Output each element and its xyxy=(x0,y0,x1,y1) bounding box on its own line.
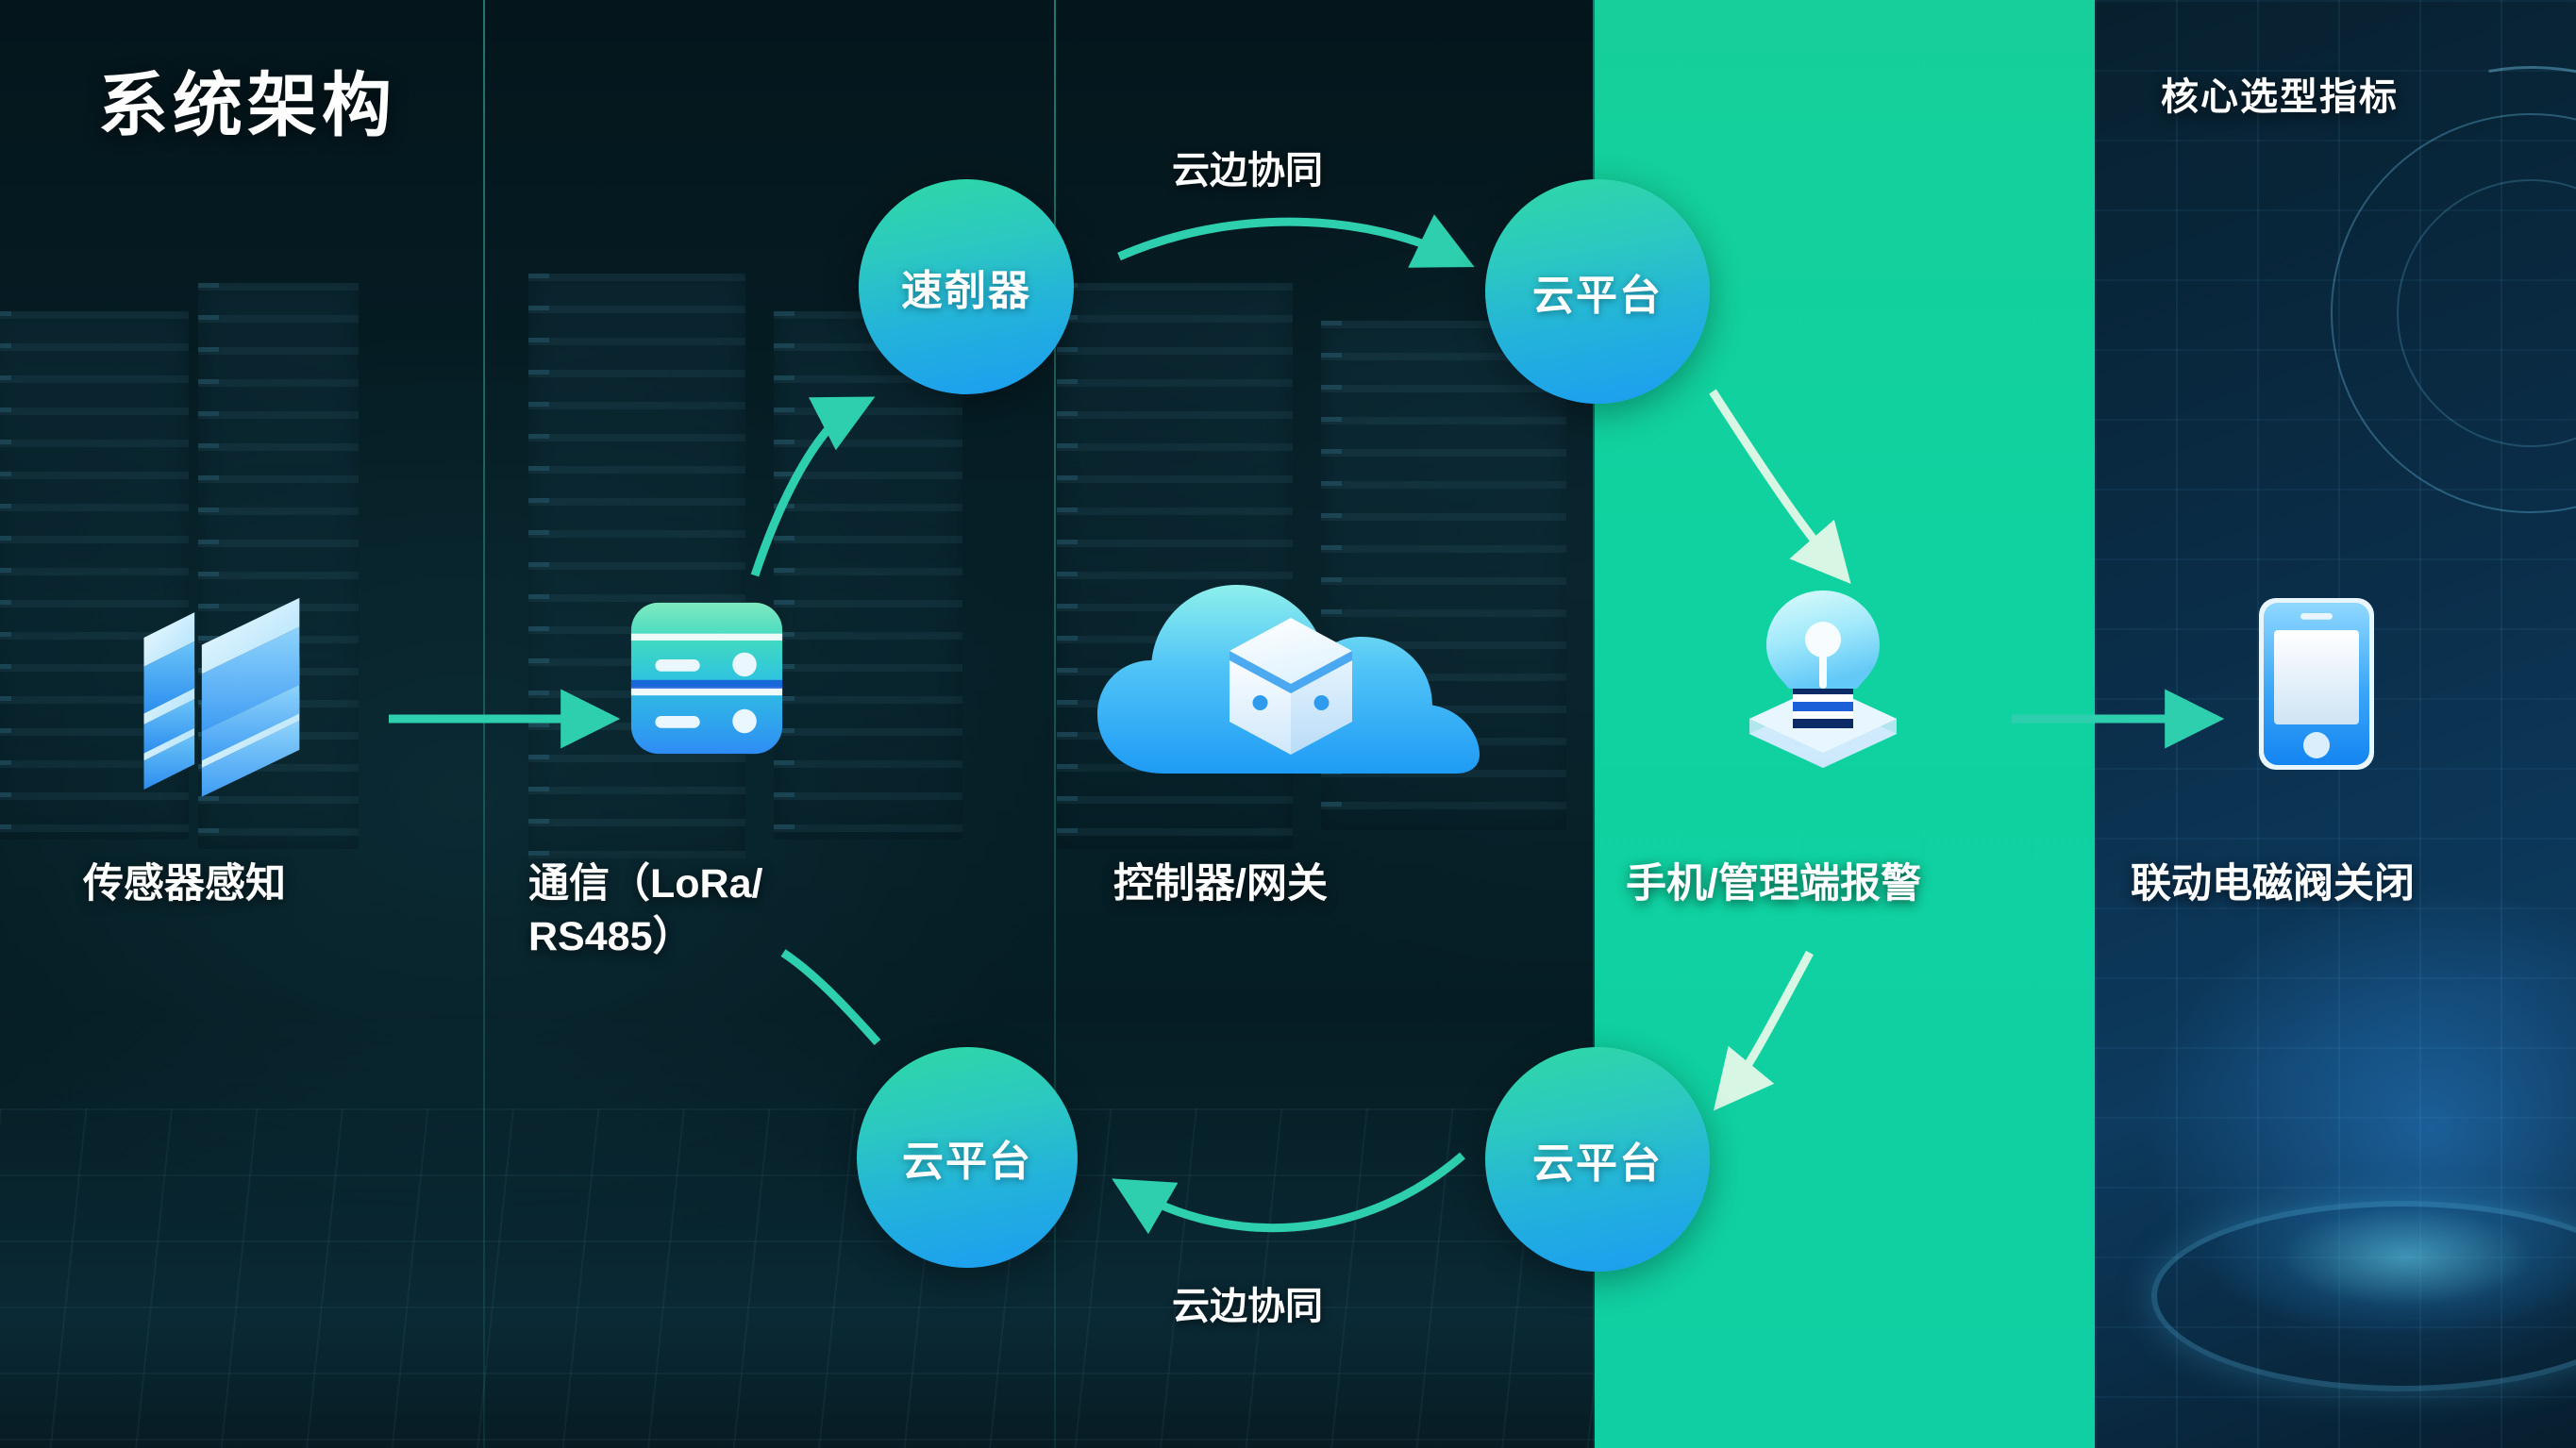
node-bottom-left[interactable]: 云平台 xyxy=(857,1047,1078,1268)
floor-grid-lines xyxy=(0,1108,1595,1448)
lightbulb-alarm-icon xyxy=(1734,587,1912,775)
caption-comm: 通信（LoRa/ RS485） xyxy=(528,858,896,964)
caption-valve: 联动电磁阀关闭 xyxy=(2131,861,2415,907)
layers-stack-icon xyxy=(111,594,328,811)
edge-label-bottom: 云边协同 xyxy=(1172,1286,1323,1327)
smartphone-icon xyxy=(2255,594,2378,774)
node-bottom-left-label: 云平台 xyxy=(902,1139,1032,1185)
node-top-left-label: 速剞器 xyxy=(901,268,1031,314)
server-rack-icon xyxy=(621,592,793,764)
node-top-left[interactable]: 速剞器 xyxy=(859,179,1074,394)
divider-line-2 xyxy=(1054,0,1056,1448)
node-bottom-right[interactable]: 云平台 xyxy=(1485,1047,1710,1272)
caption-comm-line2: RS485） xyxy=(528,913,694,959)
caption-sensor: 传感器感知 xyxy=(83,861,286,907)
edge-label-top: 云边协同 xyxy=(1172,150,1323,191)
cloud-cube-icon xyxy=(1093,566,1489,802)
divider-line-3 xyxy=(1593,0,1595,1448)
page-title: 系统架构 xyxy=(98,66,396,144)
node-top-right[interactable]: 云平台 xyxy=(1485,179,1710,404)
node-top-right-label: 云平台 xyxy=(1532,273,1663,319)
caption-alarm: 手机/管理端报警 xyxy=(1626,861,1921,907)
caption-comm-line1: 通信（LoRa/ xyxy=(528,861,763,907)
caption-controller: 控制器/网关 xyxy=(1113,861,1328,907)
node-bottom-right-label: 云平台 xyxy=(1532,1140,1663,1187)
hud-podium-ring xyxy=(2151,1201,2576,1391)
divider-line-1 xyxy=(483,0,485,1448)
secondary-title: 核心选型指标 xyxy=(2161,76,2399,118)
